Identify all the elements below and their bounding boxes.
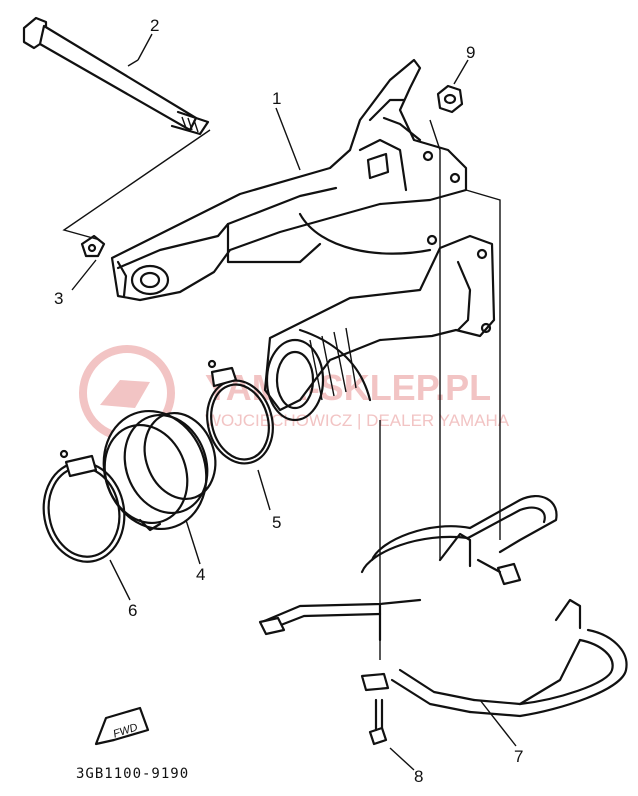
part-4-boot [102, 409, 217, 532]
callout-6: 6 [128, 601, 137, 620]
part-8-bolts [368, 558, 522, 746]
watermark-dealer: WOJCIECHOWICZ | DEALER YAMAHA [205, 411, 510, 430]
part-3-clip [80, 234, 106, 258]
callout-7: 7 [514, 747, 523, 766]
leader-lines [62, 33, 517, 771]
part-7-guard [258, 495, 628, 718]
part-6-clamp [42, 449, 126, 563]
callout-5: 5 [272, 513, 281, 532]
fwd-arrow-icon [94, 706, 150, 746]
part-2-pivot-shaft [22, 16, 210, 136]
callout-8: 8 [414, 767, 423, 786]
part-1-swingarm [110, 58, 496, 422]
callout-3: 3 [54, 289, 63, 308]
drawing-code: 3GB1100-9190 [76, 766, 189, 782]
fwd-direction-marker: FWD [94, 706, 150, 746]
callout-2: 2 [150, 16, 159, 35]
part-5-clamp [206, 359, 274, 465]
callout-9: 9 [466, 43, 475, 62]
callout-1: 1 [272, 89, 281, 108]
callout-4: 4 [196, 565, 205, 584]
part-9-nut [436, 84, 464, 114]
